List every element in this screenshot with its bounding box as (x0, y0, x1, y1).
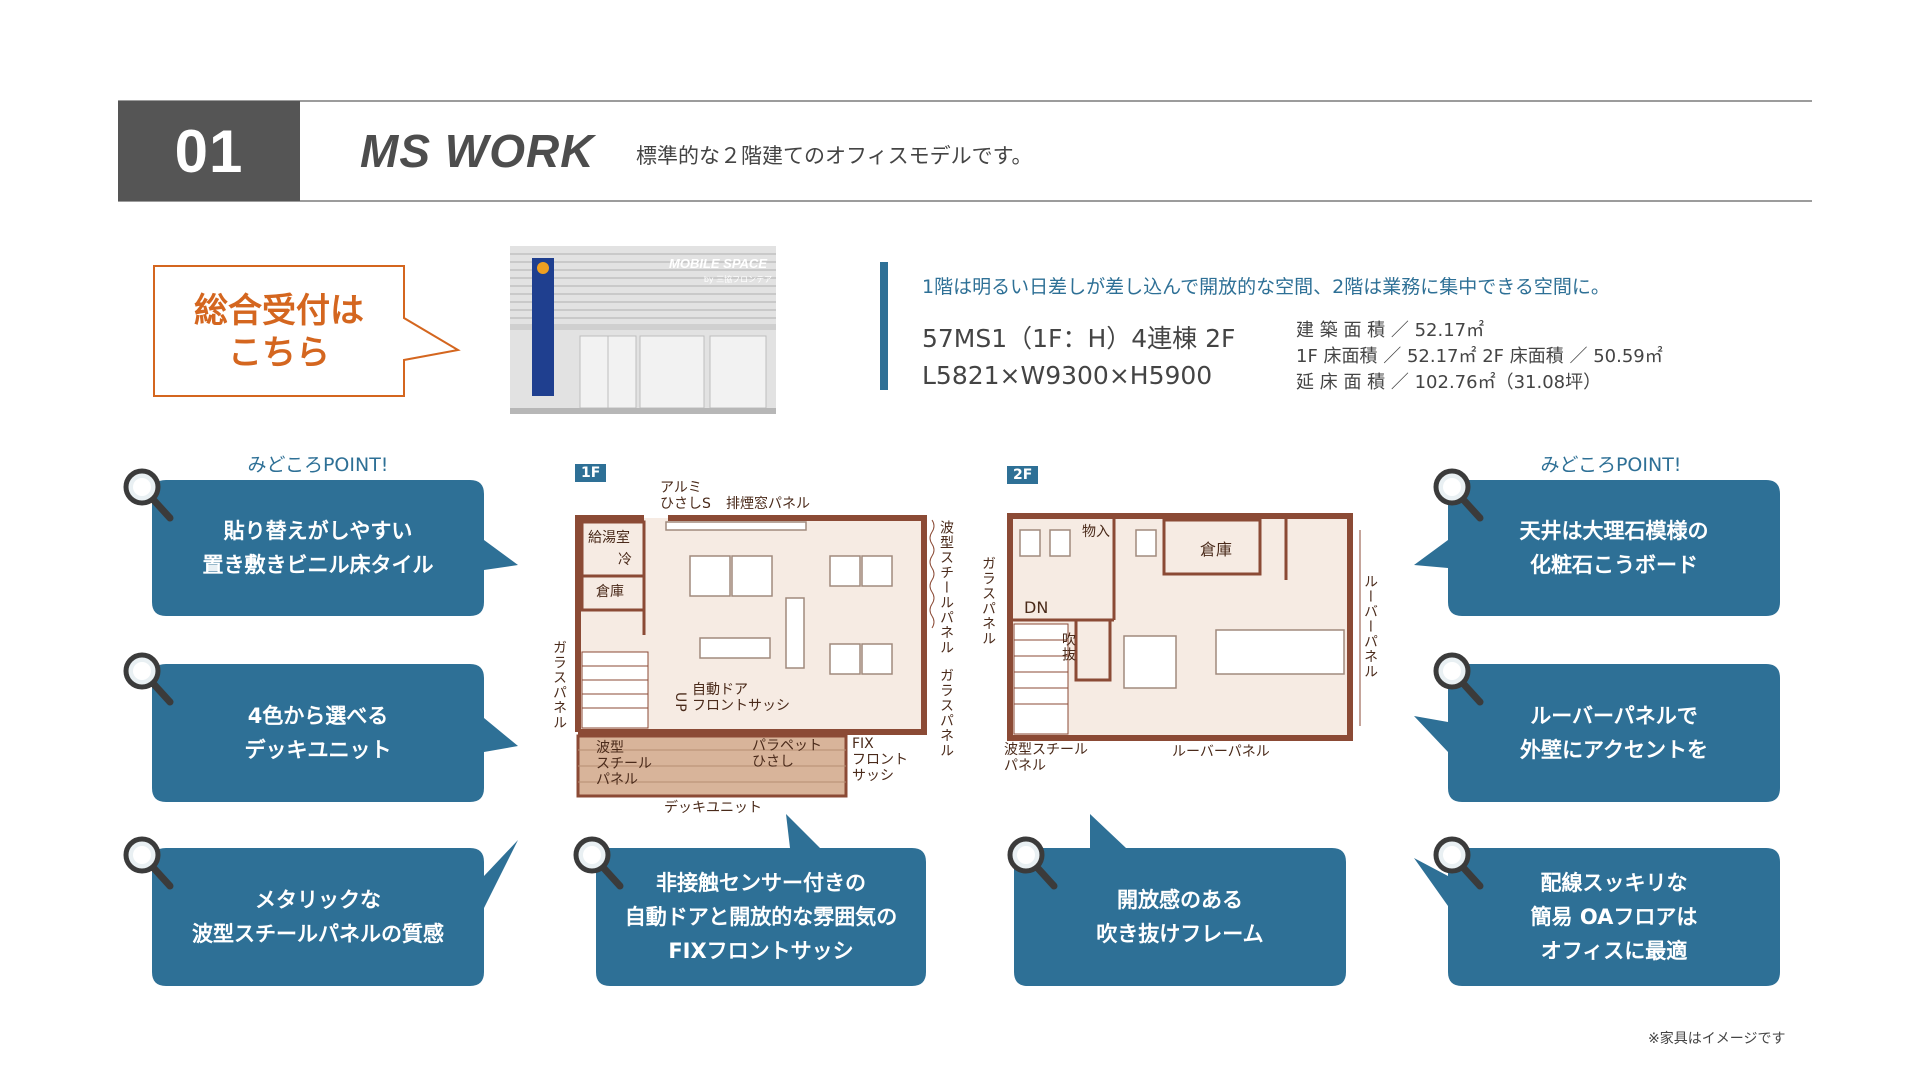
point-heading-right: みどころPOINT! (1540, 454, 1682, 476)
plan-2f-monoire: 物入 (1082, 524, 1110, 540)
sign-sub: by 三協フロンテア (704, 274, 772, 284)
plan-1f-alumi: アルミ ひさしS (660, 480, 711, 512)
point-center-2: 開放感のある 吹き抜けフレーム (1014, 848, 1346, 986)
model-number: 01 (118, 101, 300, 201)
furniture-note: ※家具はイメージです (1648, 1031, 1786, 1047)
plan-2f-louver-bottom: ルーバーパネル (1172, 744, 1270, 760)
plan-2f-fukinuke: 吹抜 (1060, 632, 1076, 662)
point-center-2-line1: 開放感のある (1117, 888, 1243, 912)
plan-1f-namigata-line3: パネル (596, 772, 638, 788)
plan-1f-parapet-line1: パラペット (752, 738, 822, 754)
point-center-1-line3: FIXフロントサッシ (668, 939, 854, 963)
plan-2f-souko: 倉庫 (1200, 540, 1233, 559)
plan-2f-namigata: 波型スチール パネル (1004, 742, 1088, 774)
point-right-3: 配線スッキリな 簡易 OAフロアは オフィスに最適 (1448, 848, 1780, 986)
point-left-2-line2: デッキユニット (244, 738, 392, 762)
spec-area-line2: 1F 床面積 ／ 52.17㎡ 2F 床面積 ／ 50.59㎡ (1296, 346, 1663, 367)
plan-1f-fix-line1: FIX (852, 736, 874, 752)
plan-2f-dn: DN (1024, 598, 1049, 617)
bubble-left-1[interactable] (152, 480, 518, 616)
plan-1f-namigata-right: 波型スチールパネル (938, 520, 954, 655)
plan-1f-garasu-right: ガラスパネル (938, 668, 954, 758)
floor-plan-1f (575, 515, 935, 798)
reception-label[interactable]: 総合受付は こちら (154, 290, 404, 374)
point-left-2: 4色から選べる デッキユニット (152, 664, 484, 802)
plan-1f-label: 1F (575, 464, 607, 482)
point-right-2: ルーバーパネルで 外壁にアクセントを (1448, 664, 1780, 802)
plan-1f-fix-line2: フロント (852, 752, 908, 768)
plan-1f-namigata-line1: 波型 (596, 740, 624, 756)
spec-accent-bar (880, 262, 888, 390)
plan-1f-fix: FIX フロント サッシ (852, 736, 908, 784)
plan-1f-jidou-line2: フロントサッシ (692, 698, 790, 714)
floor-plan-2f (1007, 513, 1361, 741)
plan-1f-up: UP (672, 692, 688, 713)
spec-area-line1: 建 築 面 積 ／ 52.17㎡ (1296, 320, 1485, 341)
bubble-center-1[interactable] (596, 814, 926, 986)
point-left-3-line1: メタリックな (255, 888, 381, 912)
point-left-1-line2: 置き敷きビニル床タイル (202, 553, 434, 577)
point-center-1-line2: 自動ドアと開放的な雰囲気の (624, 905, 898, 929)
point-center-2-line2: 吹き抜けフレーム (1096, 922, 1264, 946)
model-title: MS WORK (360, 125, 595, 177)
point-right-3-line3: オフィスに最適 (1540, 939, 1688, 963)
plan-1f-alumi-line1: アルミ (660, 480, 702, 496)
plan-2f-namigata-line2: パネル (1004, 758, 1046, 774)
plan-1f-alumi-line2: ひさしS (660, 496, 711, 512)
plan-2f-garasu-left: ガラスパネル (980, 556, 996, 646)
point-right-1-line1: 天井は大理石模様の (1519, 519, 1709, 543)
point-right-2-line2: 外壁にアクセントを (1520, 738, 1708, 762)
point-right-2-line1: ルーバーパネルで (1530, 704, 1698, 728)
plan-1f-namigata: 波型 スチール パネル (596, 740, 652, 788)
building-photo: MOBILE SPACE by 三協フロンテア (510, 246, 776, 414)
plan-1f-parapet-line2: ひさし (752, 754, 794, 770)
plan-1f-rei: 冷 (618, 552, 632, 568)
point-right-3-line2: 簡易 OAフロアは (1530, 905, 1698, 929)
plan-1f-garasu-left: ガラスパネル (551, 640, 567, 730)
bubble-center-2[interactable] (1014, 814, 1346, 986)
plan-1f-jidou: 自動ドア フロントサッシ (692, 682, 790, 714)
point-left-1-line1: 貼り替えがしやすい (223, 519, 413, 543)
spec-lead: 1階は明るい日差しが差し込んで開放的な空間、2階は業務に集中できる空間に。 (922, 276, 1610, 298)
reception-line1: 総合受付は (194, 291, 364, 331)
bubble-right-2[interactable] (1414, 664, 1780, 802)
point-left-3-line2: 波型スチールパネルの質感 (192, 922, 444, 946)
spec-model: 57MS1（1F：H）4連棟 2F L5821×W9300×H5900 (922, 320, 1235, 394)
model-subtitle: 標準的な２階建てのオフィスモデルです。 (636, 144, 1033, 168)
point-right-3-line1: 配線スッキリな (1540, 871, 1688, 895)
plan-1f-kyutou: 給湯室 (588, 530, 630, 546)
spec-area-line3: 延 床 面 積 ／ 102.76㎡（31.08坪） (1296, 372, 1602, 393)
bubble-left-2[interactable] (152, 664, 518, 802)
plan-1f-souko: 倉庫 (596, 584, 624, 600)
plan-2f-namigata-line1: 波型スチール (1004, 742, 1088, 758)
point-right-1-line2: 化粧石こうボード (1530, 553, 1698, 577)
plan-1f-deck: デッキユニット (664, 800, 762, 816)
point-right-1: 天井は大理石模様の 化粧石こうボード (1448, 480, 1780, 616)
spec-model-line1: 57MS1（1F：H）4連棟 2F (922, 324, 1236, 353)
plan-2f-label: 2F (1007, 466, 1039, 484)
plan-1f-jidou-line1: 自動ドア (692, 682, 748, 698)
point-left-3: メタリックな 波型スチールパネルの質感 (152, 848, 484, 986)
plan-2f-louver-right: ルーバーパネル (1362, 574, 1378, 679)
plan-1f-haien: 排煙窓パネル (726, 496, 810, 512)
point-heading-left: みどころPOINT! (247, 454, 389, 476)
point-left-2-line1: 4色から選べる (247, 704, 389, 728)
plan-1f-parapet: パラペット ひさし (752, 738, 822, 770)
spec-area: 建 築 面 積 ／ 52.17㎡ 1F 床面積 ／ 52.17㎡ 2F 床面積 … (1296, 318, 1663, 396)
bubble-right-1[interactable] (1414, 480, 1780, 616)
header-top-rule (118, 100, 1812, 102)
point-center-1-line1: 非接触センサー付きの (656, 871, 866, 895)
plan-1f-fix-line3: サッシ (852, 768, 894, 784)
reception-line2: こちら (228, 333, 330, 373)
point-center-1: 非接触センサー付きの 自動ドアと開放的な雰囲気の FIXフロントサッシ (596, 848, 926, 986)
bubble-left-3[interactable] (152, 840, 518, 986)
point-left-1: 貼り替えがしやすい 置き敷きビニル床タイル (152, 480, 484, 616)
sign-main: MOBILE SPACE (669, 256, 767, 271)
bubble-right-3[interactable] (1414, 848, 1780, 986)
spec-model-line2: L5821×W9300×H5900 (922, 361, 1213, 390)
plan-1f-namigata-line2: スチール (596, 756, 652, 772)
header-bottom-rule (118, 200, 1812, 202)
